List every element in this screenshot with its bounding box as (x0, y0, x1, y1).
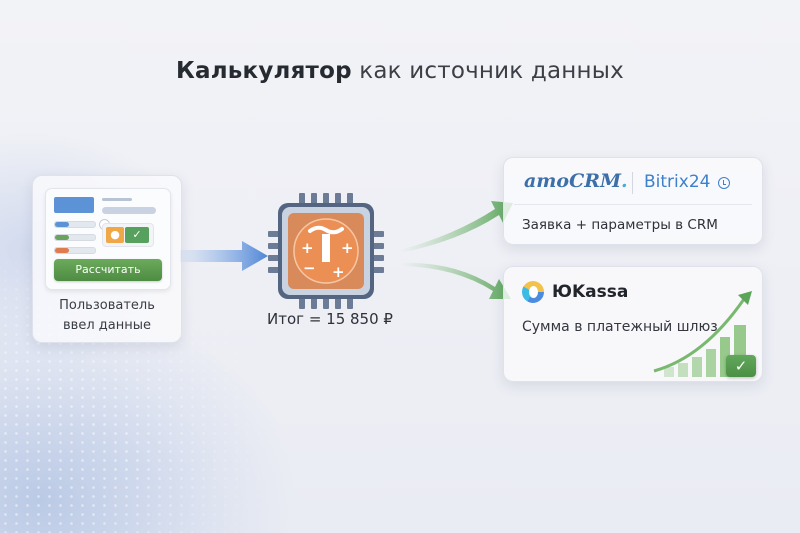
svg-text:+: + (332, 263, 345, 281)
input-card-caption: Пользователь ввел данные (33, 296, 181, 336)
slider-green[interactable] (54, 234, 96, 241)
logo-divider (632, 172, 633, 194)
crm-description: Заявка + параметры в CRM (522, 217, 718, 233)
split-arrows-icon (400, 201, 513, 299)
yookassa-logo-icon (522, 281, 544, 303)
yookassa-name: ЮKassa (552, 282, 629, 302)
payment-card: ЮKassa Сумма в платежный шлюз ✓ (503, 266, 763, 382)
page-title: Калькулятор как источник данных (0, 58, 800, 84)
clock-icon (718, 177, 730, 189)
svg-text:−: − (303, 259, 316, 277)
user-icon: ● (106, 227, 124, 243)
arrow-right-icon (180, 241, 268, 271)
user-input-card: ● ✓ Рассчитать Пользователь ввел данные (32, 175, 182, 343)
form-header-block (54, 197, 94, 213)
check-icon: ✓ (726, 355, 756, 377)
payment-description: Сумма в платежный шлюз (522, 319, 718, 335)
slider-blue[interactable] (54, 219, 110, 230)
title-bold: Калькулятор (176, 58, 352, 84)
caption-line-1: Пользователь (59, 298, 155, 313)
form-input-field[interactable] (102, 207, 156, 214)
slider-orange[interactable] (54, 247, 96, 254)
bitrix24-logo: Bitrix24 (644, 172, 711, 192)
svg-text:+: + (341, 239, 354, 257)
user-confirm-panel: ● ✓ (102, 223, 154, 247)
title-rest: как источник данных (351, 58, 624, 84)
crm-card: amoCRM. Bitrix24 Заявка + параметры в CR… (503, 157, 763, 245)
calculate-button[interactable]: Рассчитать (54, 259, 162, 281)
total-value: Итог = 15 850 ₽ (267, 310, 393, 328)
form-label-line (102, 198, 132, 201)
amocrm-logo: amoCRM. (524, 170, 628, 192)
divider (514, 204, 752, 205)
check-icon: ✓ (125, 227, 149, 243)
svg-text:+: + (301, 239, 314, 257)
caption-line-2: ввел данные (63, 318, 151, 333)
processor-chip-icon: ++−+ (268, 193, 384, 309)
calculator-form: ● ✓ Рассчитать (45, 188, 171, 290)
